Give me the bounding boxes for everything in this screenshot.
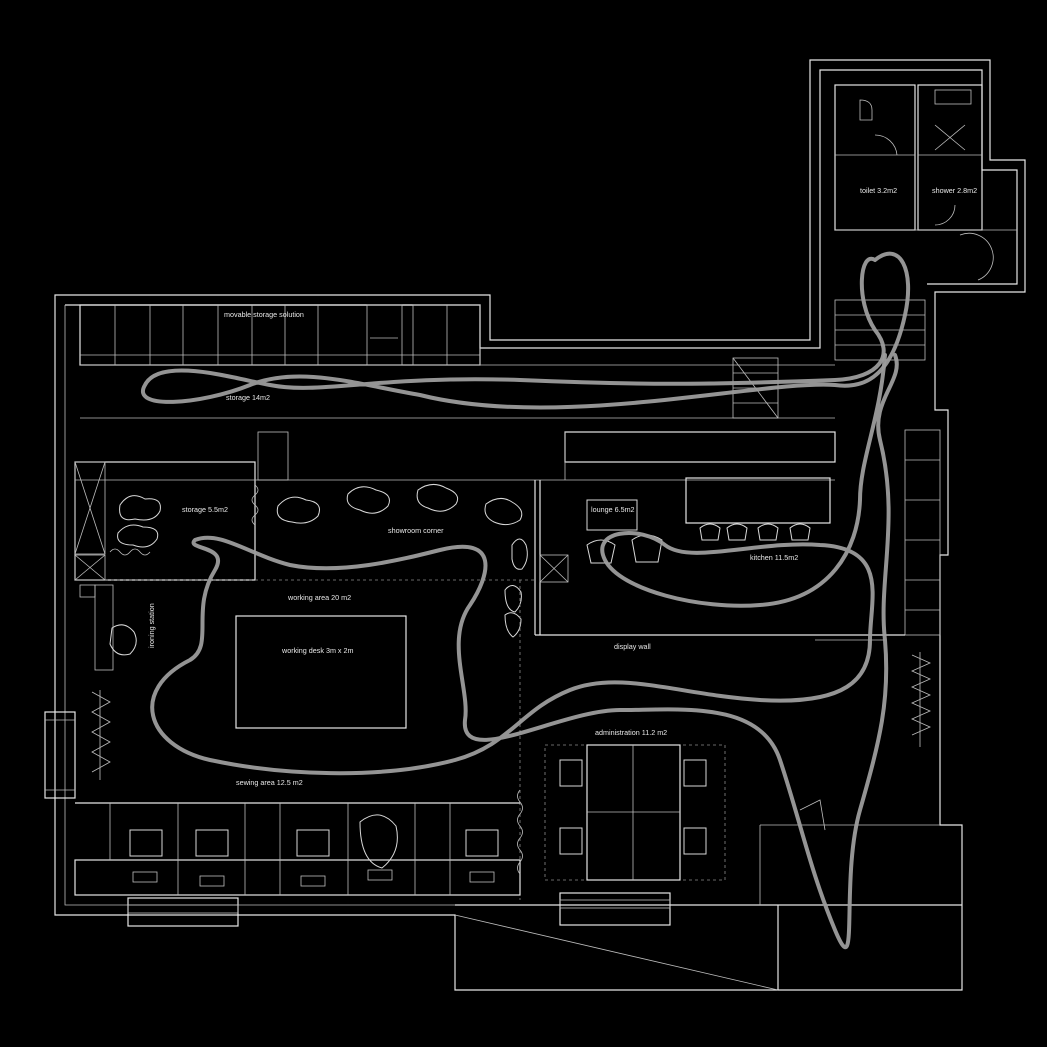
wet-rooms: [834, 84, 1017, 281]
label-administration: administration 11.2 m2: [595, 728, 667, 737]
label-storage-small: storage 5.5m2: [182, 505, 228, 514]
label-sewing-area: sewing area 12.5 m2: [236, 778, 303, 787]
sewing-zone: [74, 789, 962, 991]
stairs: [732, 299, 941, 636]
label-working-area: working area 20 m2: [287, 593, 351, 602]
label-working-desk: working desk 3m x 2m: [281, 646, 354, 655]
circulation-paths: [141, 251, 911, 950]
working-zone: [44, 579, 535, 900]
label-display-wall: display wall: [614, 642, 651, 651]
label-kitchen: kitchen 11.5m2: [750, 553, 798, 562]
label-toilet: toilet 3.2m2: [860, 186, 897, 195]
showroom-zone: [74, 431, 535, 638]
label-storage-main: storage 14m2: [226, 393, 270, 402]
lounge-kitchen: [534, 431, 905, 641]
flow-path-storage: [141, 251, 911, 410]
label-movable-storage: movable storage solution: [224, 310, 304, 319]
room-labels: movable storage solution storage 14m2 to…: [147, 186, 977, 787]
flow-path-main: [150, 353, 899, 950]
label-showroom: showroom corner: [388, 526, 444, 535]
label-shower: shower 2.8m2: [932, 186, 977, 195]
movable-storage: [79, 304, 835, 419]
label-ironing: ironing station: [147, 603, 156, 648]
label-lounge: lounge 6.5m2: [591, 505, 635, 514]
administration-zone: [544, 652, 940, 905]
